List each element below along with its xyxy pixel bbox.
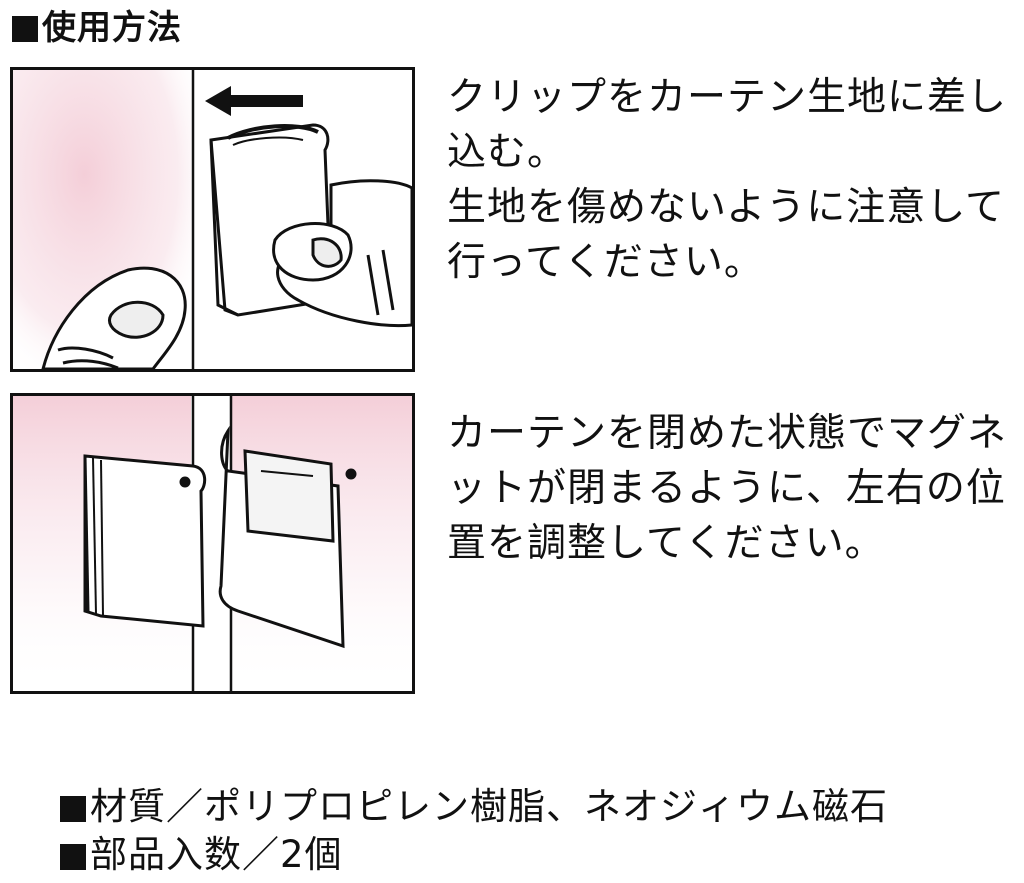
step-2-illustration (10, 393, 415, 694)
finger-icon (41, 266, 187, 369)
square-bullet-icon (60, 844, 86, 870)
step-1-drawing (13, 70, 412, 369)
step-2-line: カーテンを閉めた状態でマグネ (447, 411, 1008, 456)
magnet-clip-icon (218, 425, 357, 649)
spec-material: 材質／ポリプロピレン樹脂、ネオジィウム磁石 (60, 785, 888, 829)
finger-icon (272, 179, 412, 328)
step-1-line: 行ってください。 (447, 240, 764, 285)
square-bullet-icon (60, 796, 86, 822)
step-1-illustration (10, 67, 415, 372)
step-1-instructions: クリップをカーテン生地に差し 込む。 生地を傷めないように注意して 行ってくださ… (447, 70, 1017, 290)
step-1-line: 込む。 (447, 130, 568, 175)
magnet-clip-icon (83, 454, 207, 628)
spec-quantity: 部品入数／2個 (60, 833, 343, 877)
section-heading: 使用方法 (12, 8, 182, 48)
arrow-left-icon (205, 86, 303, 116)
step-2-instructions: カーテンを閉めた状態でマグネ ットが閉まるように、左右の位 置を調整してください… (447, 406, 1017, 571)
step-1-line: 生地を傷めないように注意して (447, 185, 1006, 230)
step-2-drawing (13, 396, 412, 691)
square-bullet-icon (12, 16, 38, 42)
section-heading-text: 使用方法 (42, 8, 182, 48)
step-1-line: クリップをカーテン生地に差し (447, 75, 1008, 120)
step-2-line: ットが閉まるように、左右の位 (447, 466, 1006, 511)
spec-quantity-text: 部品入数／2個 (90, 833, 343, 876)
step-2-line: 置を調整してください。 (447, 521, 885, 566)
spec-material-text: 材質／ポリプロピレン樹脂、ネオジィウム磁石 (90, 785, 888, 828)
